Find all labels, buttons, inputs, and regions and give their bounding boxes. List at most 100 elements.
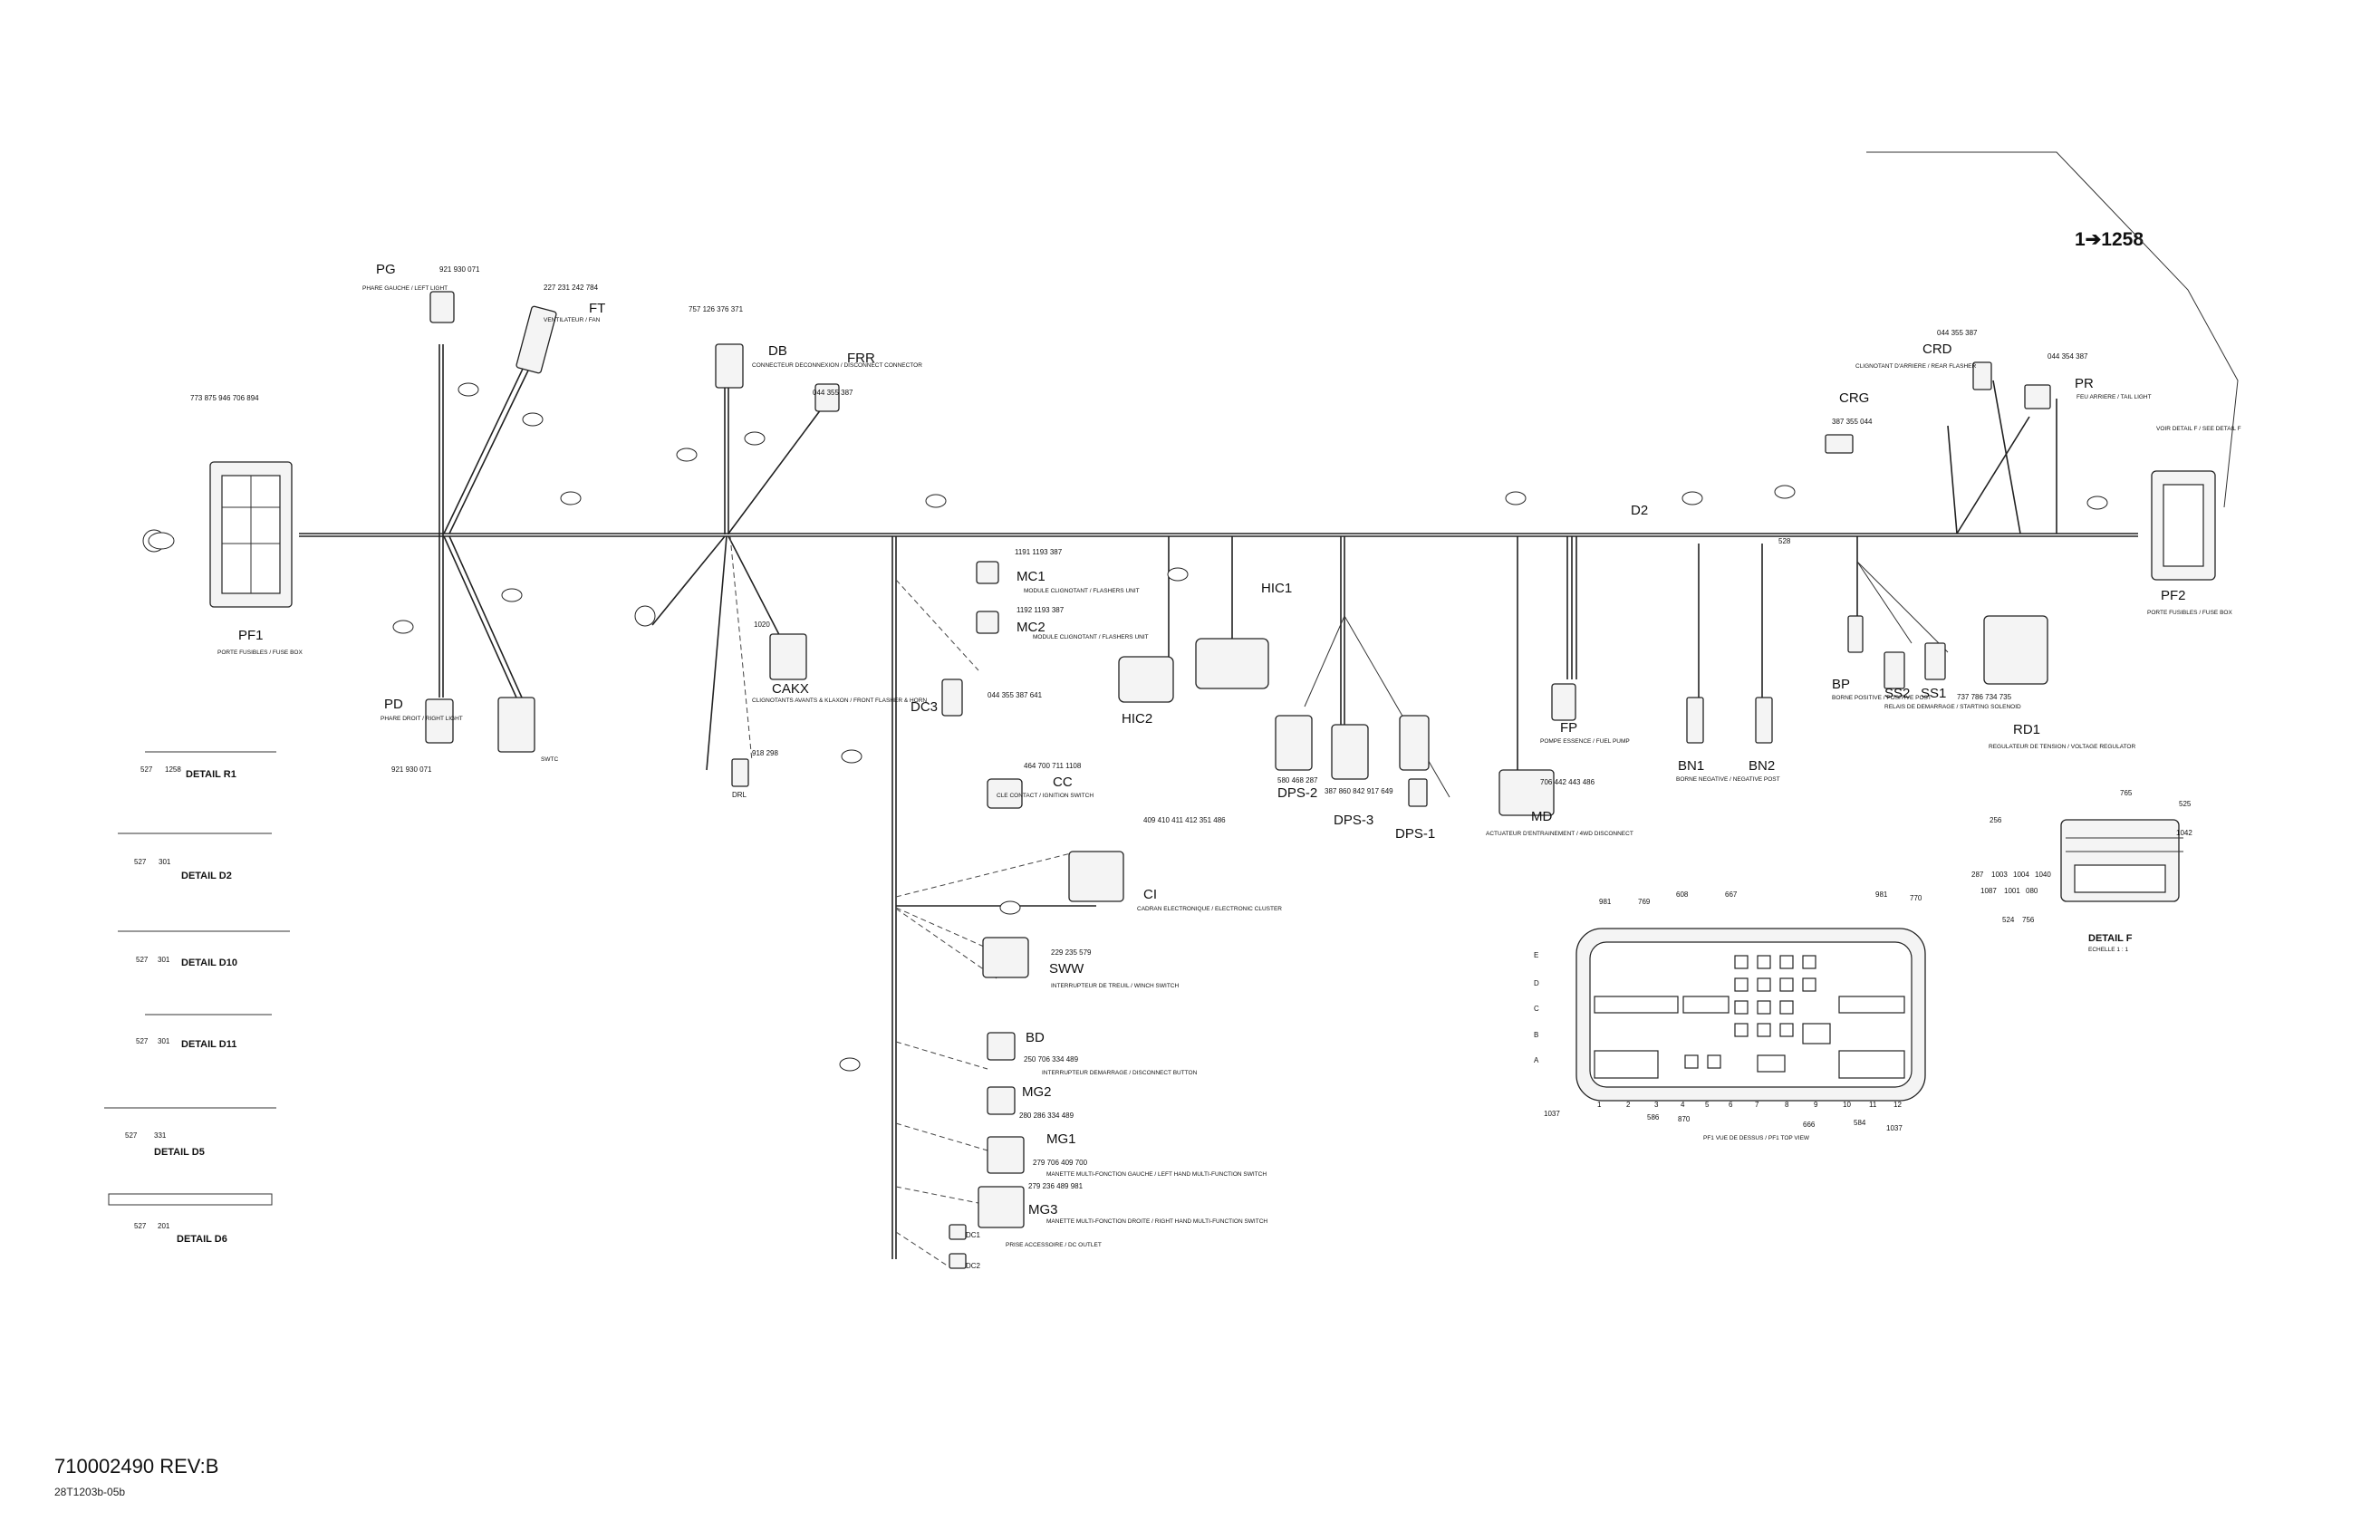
caption-cc: CLE CONTACT / IGNITION SWITCH (997, 793, 1094, 799)
detail-title: DETAIL R1 (186, 769, 236, 780)
detail-ref: 331 (154, 1131, 167, 1140)
connector-ref-drl: 918 298 (752, 749, 778, 757)
detail-f-title: DETAIL F (2088, 933, 2133, 944)
connector-code-mc2: MC2 (1017, 620, 1045, 635)
caption-pr: FEU ARRIERE / TAIL LIGHT (2076, 394, 2152, 400)
fuse-box-ref: 586 (1647, 1113, 1660, 1121)
connector-ref-ci: 409 410 411 412 351 486 (1143, 816, 1226, 824)
connector-code-cc: CC (1053, 775, 1073, 790)
connector-ref-cakx: 1020 (754, 621, 770, 629)
connector-code-db: DB (768, 343, 787, 359)
connector-code-rd1: RD1 (2013, 722, 2040, 737)
detail-f-ref: 287 (1971, 871, 1984, 879)
caption-cakx: CLIGNOTANTS AVANTS & KLAXON / FRONT FLAS… (752, 698, 927, 704)
detail-f-see: VOIR DETAIL F / SEE DETAIL F (2156, 426, 2241, 432)
detail-ref: 527 (134, 858, 147, 866)
connector-ref-db: 757 126 376 371 (689, 305, 744, 313)
detail-f-ref: 765 (2120, 789, 2133, 797)
detail-f-ref: 1004 (2013, 871, 2029, 879)
fuse-col-label: 4 (1681, 1101, 1685, 1109)
connector-code-bn1: BN1 (1678, 758, 1704, 774)
caption-ft: VENTILATEUR / FAN (544, 317, 601, 323)
detail-f-ref: 524 (2002, 916, 2015, 924)
detail-title: DETAIL D5 (154, 1147, 205, 1158)
fuse-col-label: 12 (1893, 1101, 1902, 1109)
connector-code-d2: D2 (1631, 503, 1648, 518)
detail-ref: 301 (158, 956, 170, 964)
fuse-box-ref: 769 (1638, 898, 1651, 906)
connector-ref-dc3: 044 355 387 641 (988, 691, 1043, 699)
connector-code-ci: CI (1143, 887, 1157, 902)
detail-f-ref: 756 (2022, 916, 2035, 924)
connector-ref-mg3: 279 236 489 981 (1028, 1182, 1084, 1190)
detail-ref: 527 (134, 1222, 147, 1230)
fuse-col-label: 10 (1843, 1101, 1851, 1109)
connector-code-bn2: BN2 (1749, 758, 1775, 774)
component-shapes (425, 291, 2216, 1269)
caption-dc: PRISE ACCESSOIRE / DC OUTLET (1006, 1242, 1102, 1248)
connector-code-frr: FRR (847, 351, 875, 366)
detail-f-scale: ECHELLE 1 : 1 (2088, 947, 2128, 953)
connector-ref-mg2: 280 286 334 489 (1019, 1112, 1074, 1120)
fuse-row-label: C (1534, 1005, 1539, 1013)
caption-fp: POMPE ESSENCE / FUEL PUMP (1540, 738, 1630, 745)
diagram-labels: PG 921 930 071 FT 227 231 242 784 DB 757… (125, 262, 2241, 1270)
detail-ref: 1258 (165, 765, 181, 774)
connector-code-hic1: HIC1 (1261, 581, 1292, 596)
connector-code-mg3: MG3 (1028, 1202, 1058, 1218)
caption-pf1: PORTE FUSIBLES / FUSE BOX (217, 650, 303, 656)
connector-code-ss1: SS1 (1921, 686, 1946, 701)
caption-bp: BORNE POSITIVE / POSITIVE POST (1832, 695, 1932, 701)
fuse-box-ref: 667 (1725, 890, 1738, 899)
detail-ref: 301 (159, 858, 171, 866)
connector-ref-frr: 044 355 387 (813, 389, 853, 397)
connector-code-dps2: DPS-2 (1277, 785, 1317, 801)
connector-code-mg2: MG2 (1022, 1084, 1052, 1100)
detail-f-ref: 525 (2179, 800, 2192, 808)
document-number: 710002490 REV:B (54, 1455, 219, 1477)
detail-ref: 201 (158, 1222, 170, 1230)
connector-code-bp: BP (1832, 677, 1850, 692)
fuse-box-ref: 1037 (1886, 1124, 1903, 1132)
connector-ref-crg: 387 355 044 (1832, 418, 1873, 426)
connector-code-ss2: SS2 (1884, 686, 1910, 701)
detail-ref: 527 (125, 1131, 138, 1140)
fuse-box-ref: 584 (1854, 1119, 1866, 1127)
fuse-row-label: D (1534, 979, 1539, 987)
detail-ref: 527 (140, 765, 153, 774)
caption-pd: PHARE DROIT / RIGHT LIGHT (381, 716, 463, 722)
connector-code-pr: PR (2075, 376, 2094, 391)
connector-code-crd: CRD (1922, 342, 1952, 357)
connector-ref-pd: 921 930 071 (391, 765, 432, 774)
connector-code-ft: FT (589, 301, 605, 316)
caption-bd: INTERRUPTEUR DEMARRAGE / DISCONNECT BUTT… (1042, 1070, 1198, 1076)
fuse-row-label: E (1534, 951, 1538, 959)
fuse-col-label: 5 (1705, 1101, 1710, 1109)
document-subcode: 28T1203b-05b (54, 1486, 126, 1498)
fuse-box-ref: 981 (1875, 890, 1888, 899)
connector-code-bd: BD (1026, 1030, 1045, 1045)
detail-f-drawing (2060, 819, 2183, 902)
detail-ref: 301 (158, 1037, 170, 1045)
callout-label: 1➔1258 (2075, 229, 2144, 250)
caption-crd: CLIGNOTANT D'ARRIERE / REAR FLASHER (1855, 363, 1976, 370)
fuse-col-label: 9 (1814, 1101, 1818, 1109)
connector-code-crg: CRG (1839, 390, 1869, 406)
connector-code-pg: PG (376, 262, 396, 277)
fuse-col-label: 3 (1654, 1101, 1659, 1109)
detail-f-ref: 256 (1990, 816, 2002, 824)
fuse-row-label: A (1534, 1056, 1539, 1064)
connector-code-fp: FP (1560, 720, 1577, 736)
caption-ci: CADRAN ELECTRONIQUE / ELECTRONIC CLUSTER (1137, 906, 1282, 912)
fuse-box-ref: 666 (1803, 1121, 1816, 1129)
connector-ref-dps2: 580 468 287 (1277, 776, 1318, 784)
detail-f-ref: 080 (2026, 887, 2038, 895)
caption-mg1: MANETTE MULTI-FONCTION GAUCHE / LEFT HAN… (1046, 1171, 1267, 1178)
fuse-box-caption: PF1 VUE DE DESSUS / PF1 TOP VIEW (1703, 1135, 1810, 1141)
caption-pf2: PORTE FUSIBLES / FUSE BOX (2147, 610, 2232, 616)
fuse-box-ref: 981 (1599, 898, 1612, 906)
fuse-cell-grid (1684, 955, 1816, 1073)
connector-code-dc2: DC2 (966, 1262, 981, 1270)
connector-ref-pf1: 773 875 946 706 894 (190, 394, 259, 402)
